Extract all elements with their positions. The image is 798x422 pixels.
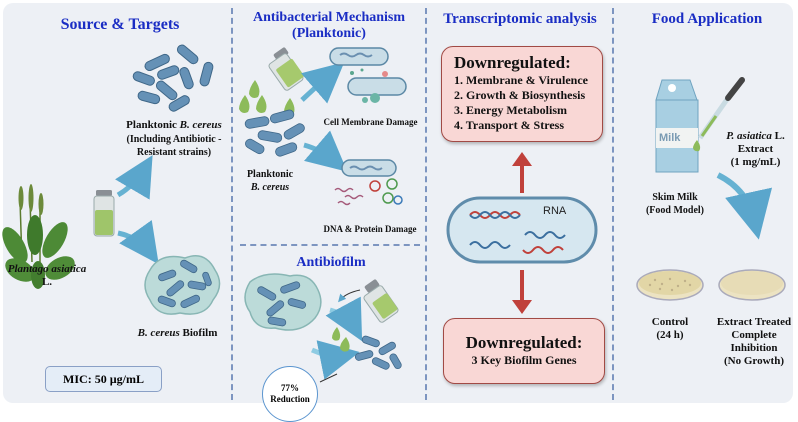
antibiofilm-biofilm-icon (244, 273, 322, 331)
panel-divider-2 (425, 8, 427, 400)
planktonic-label: Planktonic B. cereus (118, 119, 230, 132)
extract-concentration: (1 mg/mL) (730, 156, 781, 168)
extract-word: Extract (737, 143, 774, 155)
treated-line: Extract Treated (716, 316, 792, 328)
plantago-plant-icon (2, 184, 75, 289)
downregulated-heading: Downregulated: (454, 53, 571, 72)
skim-milk-text: Skim Milk (652, 192, 698, 203)
mechanism-title: Antibacterial Mechanism (Planktonic) (252, 10, 406, 41)
mechanism-bacteria-icon (244, 109, 305, 157)
damaged-cell-icon (329, 47, 407, 103)
antibiofilm-drops-icon (332, 327, 350, 352)
control-time: (24 h) (656, 329, 684, 341)
treated-label: Extract Treated Complete Inhibition (No … (712, 316, 796, 368)
mechanism-planktonic-label: Planktonic B. cereus (240, 168, 300, 194)
cell-membrane-damage-label: Cell Membrane Damage (323, 117, 418, 127)
disperse-arrow-icon (325, 296, 363, 342)
biofilm-genes-sub: 3 Key Biofilm Genes (471, 353, 577, 367)
antibiofilm-title: Antibiofilm (296, 255, 366, 270)
antibiofilm-vial-icon (363, 279, 399, 323)
reduction-label: Reduction (270, 394, 310, 404)
extract-species: P. asiatica (726, 130, 772, 142)
rna-cell-icon (446, 196, 598, 264)
extract-suffix: L. (771, 130, 785, 142)
treated-line: Complete (731, 329, 777, 341)
dna-protein-damage-icon (334, 159, 403, 206)
food-application-title: Food Application (651, 11, 763, 27)
rna-label: RNA (543, 205, 567, 217)
arrow-to-membrane-icon (300, 62, 345, 104)
biofilm-species: B. cereus (137, 327, 180, 339)
biofilm-label: B. cereus Biofilm (125, 327, 230, 340)
figure-background (3, 3, 793, 403)
mechanism-planktonic-species: B. cereus (250, 182, 290, 193)
reduction-badge: 77% Reduction (262, 366, 318, 422)
up-arrow-icon (512, 152, 532, 193)
downregulated-item: 1. Membrane & Virulence (454, 73, 588, 87)
mechanism-planktonic-text: Planktonic (246, 169, 294, 180)
mic-badge: MIC: 50 µg/mL (45, 366, 162, 392)
biofilm-genes-box: Downregulated: 3 Key Biofilm Genes (443, 318, 605, 384)
downregulated-item: 4. Transport & Stress (454, 118, 565, 132)
reduction-pointer-icon (319, 373, 338, 383)
food-model-text: (Food Model) (645, 205, 705, 216)
source-targets-title: Source & Targets (60, 16, 180, 33)
plant-label: Plantago asiatica L. (2, 263, 92, 289)
biofilm-icon (144, 255, 221, 315)
mechanism-divider (240, 244, 420, 246)
dropper-icon (693, 77, 745, 152)
milk-carton-label: Milk (659, 132, 681, 144)
skim-milk-label: Skim Milk (Food Model) (640, 191, 710, 217)
milk-to-plate-arrow-icon (716, 172, 773, 240)
planktonic-prefix: Planktonic (126, 119, 180, 131)
planktonic-bacteria-icon (132, 44, 214, 112)
control-label: Control (24 h) (640, 316, 700, 342)
biofilm-genes-heading: Downregulated: (465, 333, 583, 352)
arrow-to-biofilm-icon (117, 220, 159, 265)
milk-carton-icon (655, 79, 699, 173)
disperse-arrow-2-icon (310, 340, 360, 380)
down-arrow-icon (512, 270, 532, 314)
downregulated-item: 3. Energy Metabolism (454, 103, 567, 117)
treated-plate-icon (718, 269, 786, 301)
extract-vial-icon (93, 190, 115, 237)
plant-suffix: L. (41, 276, 53, 288)
planktonic-sub-label: (Including Antibiotic - Resistant strain… (126, 134, 222, 158)
arrow-to-dna-icon (303, 130, 348, 172)
plant-species: Plantago asiatica (7, 263, 87, 275)
mechanism-vial-icon (268, 47, 304, 91)
planktonic-species: B. cereus (179, 119, 222, 131)
illustrations (2, 44, 786, 383)
dispersed-bacteria-icon (354, 335, 402, 370)
downregulated-item: 2. Growth & Biosynthesis (454, 88, 586, 102)
control-plate-icon (636, 269, 704, 301)
transcriptomic-title: Transcriptomic analysis (443, 11, 597, 27)
vial-arrow-icon (338, 289, 361, 303)
biofilm-suffix: Biofilm (179, 327, 218, 339)
panel-divider-1 (231, 8, 233, 400)
control-text: Control (651, 316, 689, 328)
extract-label: P. asiatica L. Extract (1 mg/mL) (718, 130, 793, 169)
treated-line: Inhibition (730, 342, 778, 354)
dna-protein-damage-label: DNA & Protein Damage (323, 224, 417, 234)
panel-divider-3 (612, 8, 614, 400)
arrow-to-planktonic-icon (115, 155, 153, 200)
reduction-value: 77% (281, 383, 299, 393)
downregulated-list-box: Downregulated: 1. Membrane & Virulence 2… (441, 46, 603, 142)
treated-line: (No Growth) (724, 355, 784, 367)
